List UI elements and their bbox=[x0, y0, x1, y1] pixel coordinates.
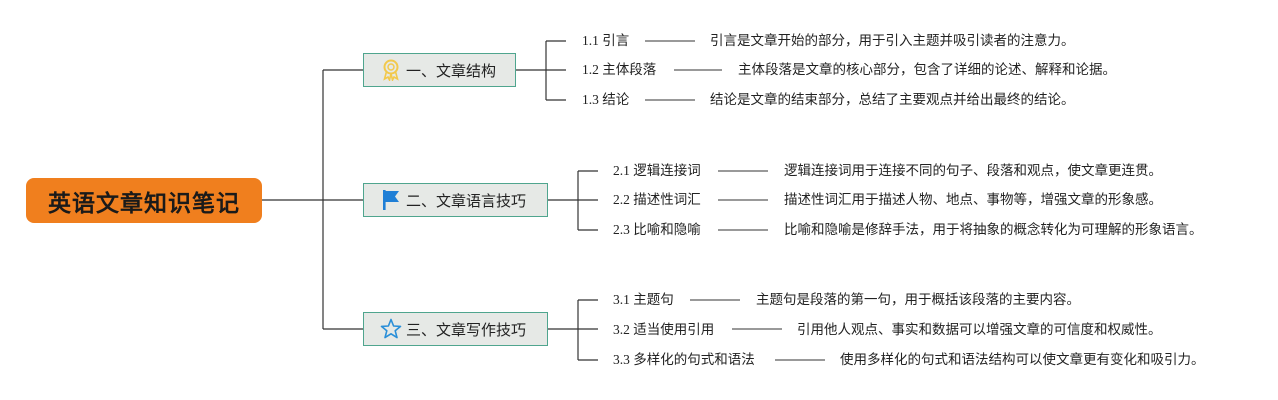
branch-label: 一、文章结构 bbox=[406, 61, 497, 80]
leaf-title[interactable]: 1.1 引言 bbox=[582, 33, 630, 48]
leaf-description: 比喻和隐喻是修辞手法，用于将抽象的概念转化为可理解的形象语言。 bbox=[784, 222, 1203, 237]
leaf-description: 描述性词汇用于描述人物、地点、事物等，增强文章的形象感。 bbox=[784, 192, 1162, 207]
leaf-title[interactable]: 3.2 适当使用引用 bbox=[613, 322, 715, 337]
award-ribbon-icon bbox=[380, 58, 402, 82]
leaf-description: 引用他人观点、事实和数据可以增强文章的可信度和权威性。 bbox=[797, 322, 1162, 337]
leaf-title[interactable]: 1.2 主体段落 bbox=[582, 62, 657, 77]
leaf-title[interactable]: 2.1 逻辑连接词 bbox=[613, 163, 701, 178]
leaf-title[interactable]: 3.1 主题句 bbox=[613, 292, 674, 307]
branch-node-structure[interactable]: 一、文章结构 bbox=[363, 53, 516, 87]
leaf-description: 主体段落是文章的核心部分，包含了详细的论述、解释和论据。 bbox=[738, 62, 1116, 77]
root-node[interactable]: 英语文章知识笔记 bbox=[26, 178, 262, 223]
leaf-title[interactable]: 2.3 比喻和隐喻 bbox=[613, 222, 701, 237]
leaf-description: 结论是文章的结束部分，总结了主要观点并给出最终的结论。 bbox=[710, 92, 1075, 107]
leaf-description: 主题句是段落的第一句，用于概括该段落的主要内容。 bbox=[756, 292, 1080, 307]
branch-label: 三、文章写作技巧 bbox=[406, 320, 527, 339]
leaf-title[interactable]: 3.3 多样化的句式和语法 bbox=[613, 352, 755, 367]
branch-node-language-skills[interactable]: 二、文章语言技巧 bbox=[363, 183, 548, 217]
root-title: 英语文章知识笔记 bbox=[48, 190, 240, 217]
star-outline-icon bbox=[380, 317, 402, 341]
branch-node-writing-skills[interactable]: 三、文章写作技巧 bbox=[363, 312, 548, 346]
flag-icon bbox=[380, 188, 402, 212]
branch-label: 二、文章语言技巧 bbox=[406, 191, 527, 210]
leaf-description: 使用多样化的句式和语法结构可以使文章更有变化和吸引力。 bbox=[840, 352, 1205, 367]
leaf-title[interactable]: 2.2 描述性词汇 bbox=[613, 192, 701, 207]
leaf-title[interactable]: 1.3 结论 bbox=[582, 92, 630, 107]
leaf-description: 引言是文章开始的部分，用于引入主题并吸引读者的注意力。 bbox=[710, 33, 1075, 48]
leaf-description: 逻辑连接词用于连接不同的句子、段落和观点，使文章更连贯。 bbox=[784, 163, 1162, 178]
